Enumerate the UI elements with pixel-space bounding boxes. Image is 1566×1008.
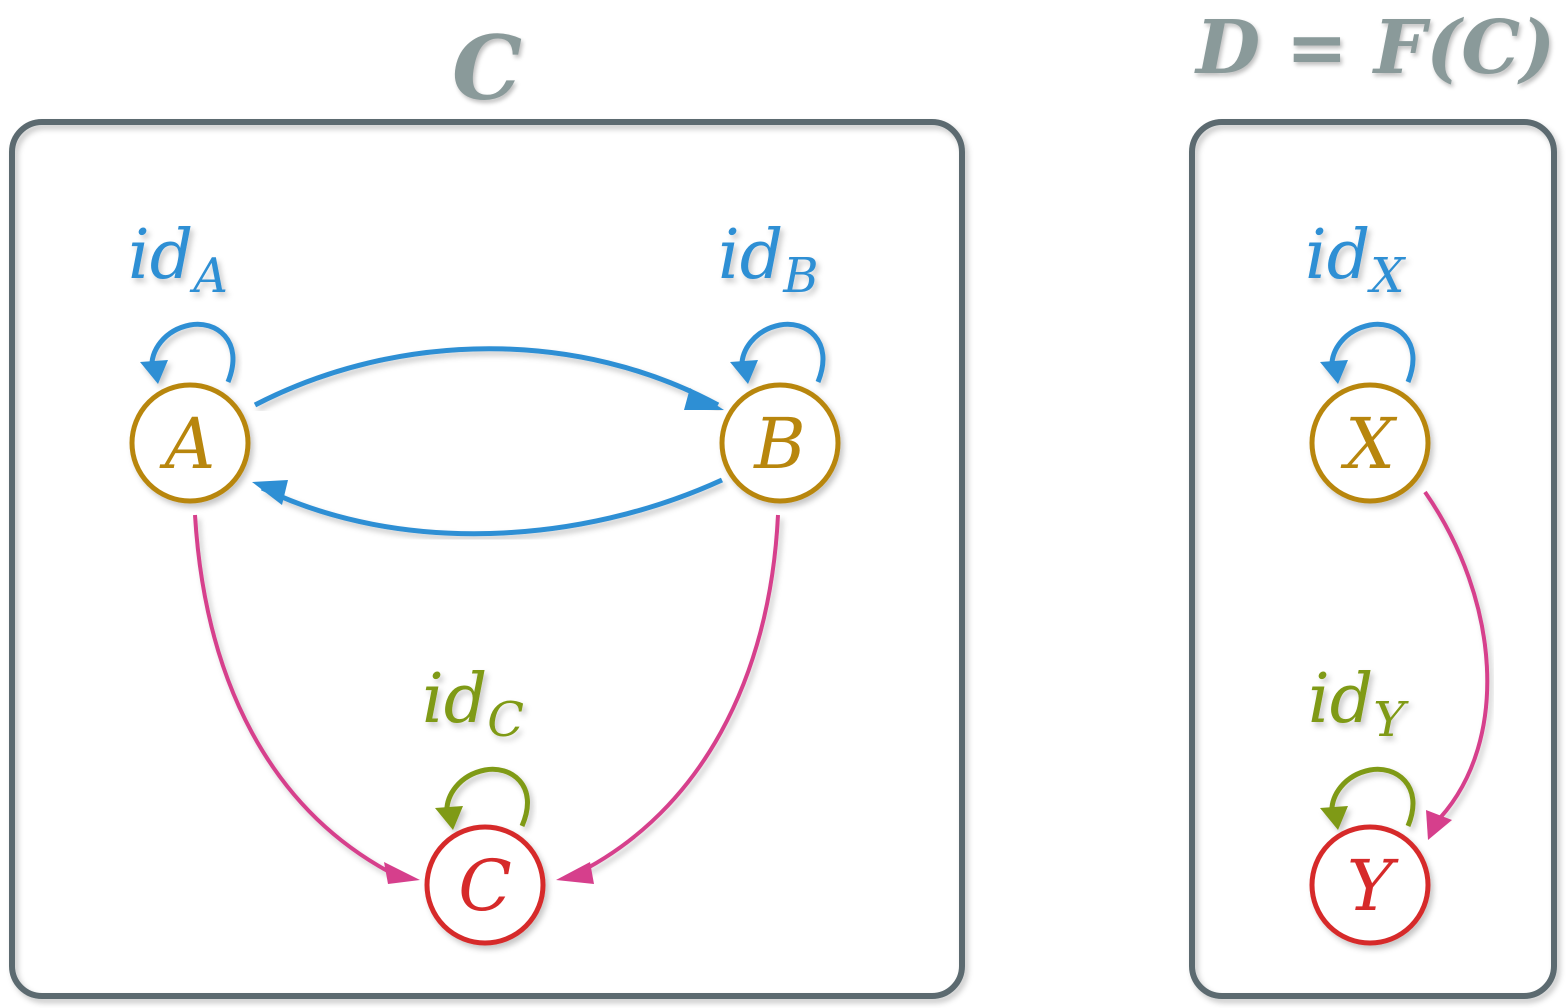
morphism-a-to-b bbox=[253, 346, 720, 408]
identity-label-c-base: id bbox=[422, 660, 487, 739]
arrowhead-b-to-c bbox=[556, 862, 594, 884]
identity-label-x-sub: X bbox=[1366, 248, 1406, 304]
object-c-label: C bbox=[458, 845, 512, 927]
identity-loop-x bbox=[1320, 321, 1416, 384]
identity-label-b: idB bbox=[718, 216, 819, 304]
arrowhead-x-to-y bbox=[1426, 810, 1452, 840]
object-a-label: A bbox=[159, 403, 216, 485]
identity-label-x: idX bbox=[1305, 216, 1406, 304]
identity-label-y: idY bbox=[1308, 660, 1409, 748]
identity-label-a-sub: A bbox=[189, 248, 228, 304]
identity-loop-c bbox=[435, 766, 530, 830]
identity-label-b-sub: B bbox=[782, 248, 818, 304]
object-x: X bbox=[1309, 382, 1431, 504]
identity-loop-a bbox=[140, 321, 236, 384]
identity-loop-y bbox=[1320, 766, 1416, 830]
object-b: B bbox=[719, 382, 841, 504]
identity-label-b-base: id bbox=[718, 216, 783, 295]
arrowhead-a-to-c bbox=[384, 862, 420, 884]
identity-label-y-base: id bbox=[1308, 660, 1373, 739]
identity-label-x-base: id bbox=[1305, 216, 1370, 295]
object-a: A bbox=[129, 382, 251, 504]
morphism-b-to-a bbox=[260, 477, 724, 537]
morphism-a-to-c bbox=[193, 514, 396, 877]
identity-label-y-sub: Y bbox=[1373, 692, 1409, 748]
identity-label-a-base: id bbox=[128, 216, 193, 295]
identity-loop-b bbox=[730, 321, 826, 384]
category-c-title: C bbox=[452, 16, 523, 120]
object-y-label: Y bbox=[1347, 845, 1399, 927]
morphism-x-to-y bbox=[1423, 490, 1490, 820]
arrowhead-b-to-a bbox=[252, 480, 288, 505]
category-d-title: D = F(C) bbox=[1196, 5, 1556, 91]
identity-label-a: idA bbox=[128, 216, 228, 304]
identity-label-c-sub: C bbox=[487, 692, 524, 748]
identity-label-c: idC bbox=[422, 660, 524, 748]
object-c: C bbox=[424, 824, 546, 946]
category-c-frame bbox=[9, 119, 965, 999]
category-d-frame bbox=[1189, 119, 1557, 999]
arrowhead-a-to-b bbox=[684, 388, 724, 410]
object-x-label: X bbox=[1340, 403, 1398, 485]
morphism-b-to-c bbox=[579, 514, 780, 874]
object-y: Y bbox=[1309, 824, 1431, 946]
object-b-label: B bbox=[752, 403, 805, 485]
